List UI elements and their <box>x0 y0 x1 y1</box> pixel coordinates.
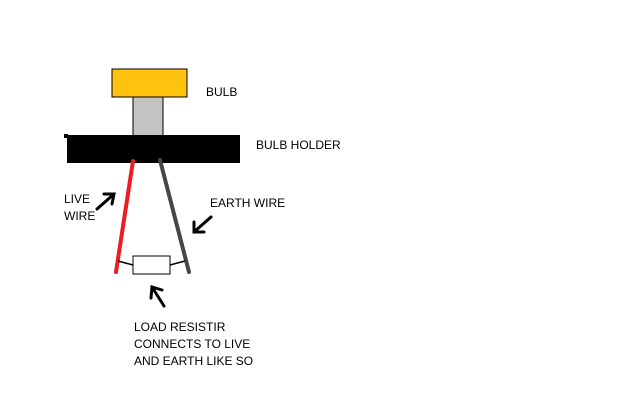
bulb-holder-shape <box>67 135 240 163</box>
load-resistor-arrow <box>149 285 166 308</box>
bulb-shape <box>111 68 188 98</box>
bulb-holder-label: BULB HOLDER <box>256 138 341 152</box>
load-resistor-label: LOAD RESISTIR CONNECTS TO LIVE AND EARTH… <box>134 320 254 368</box>
resistor-lead-left <box>117 260 134 266</box>
earth-wire-arrow <box>192 215 213 234</box>
earth-wire-label: EARTH WIRE <box>210 196 286 210</box>
live-wire-line <box>114 159 135 274</box>
live-wire-arrow <box>95 192 116 211</box>
earth-wire-line <box>158 158 191 274</box>
bulb-label: BULB <box>206 85 238 99</box>
load-resistor-shape <box>132 255 171 275</box>
bulb-holder-notch <box>64 134 68 138</box>
live-wire-label: LIVE WIRE <box>64 192 96 223</box>
resistor-lead-right <box>169 260 186 266</box>
